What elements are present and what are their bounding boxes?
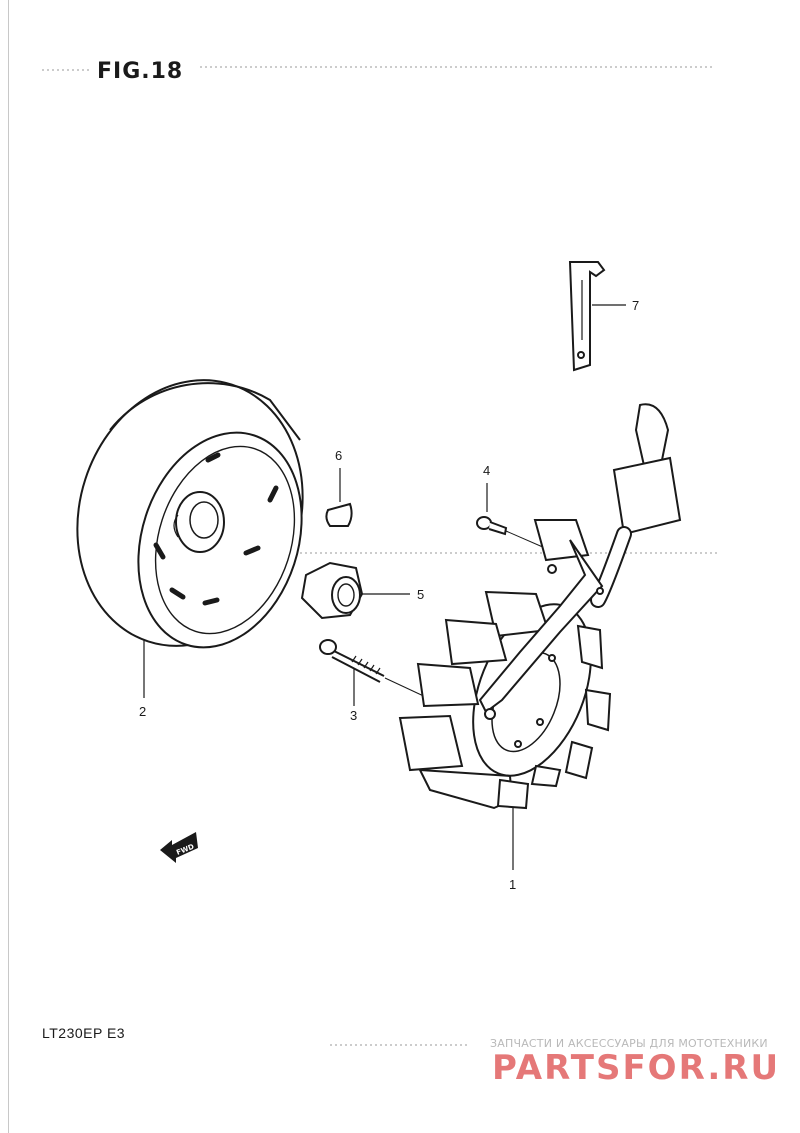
callout-5: 5	[417, 587, 424, 602]
page-margin-rule	[8, 0, 9, 1133]
callout-1: 1	[509, 877, 516, 892]
guide-lines	[42, 66, 720, 1046]
leader-lines	[143, 304, 626, 870]
fwd-arrow-icon: FWD	[160, 832, 198, 863]
callout-7: 7	[632, 298, 639, 313]
clamp-drawing	[568, 261, 606, 372]
rotor-flywheel-drawing	[76, 379, 304, 649]
watermark-caption: ЗАПЧАСТИ И АКСЕССУАРЫ ДЛЯ МОТОТЕХНИКИ	[490, 1037, 768, 1050]
screw-drawing	[476, 516, 546, 549]
callout-4: 4	[483, 463, 490, 478]
bolt-drawing	[319, 639, 431, 700]
stator-assembly-drawing	[398, 403, 682, 810]
callout-3: 3	[350, 708, 357, 723]
callout-2: 2	[139, 704, 146, 719]
model-code: LT230EP E3	[42, 1025, 126, 1041]
figure-title: FIG.18	[97, 59, 184, 84]
nut-drawing	[300, 561, 364, 620]
callout-6: 6	[335, 448, 342, 463]
watermark-logo: PARTSFOR.RU	[492, 1048, 781, 1088]
key-drawing	[325, 502, 353, 527]
